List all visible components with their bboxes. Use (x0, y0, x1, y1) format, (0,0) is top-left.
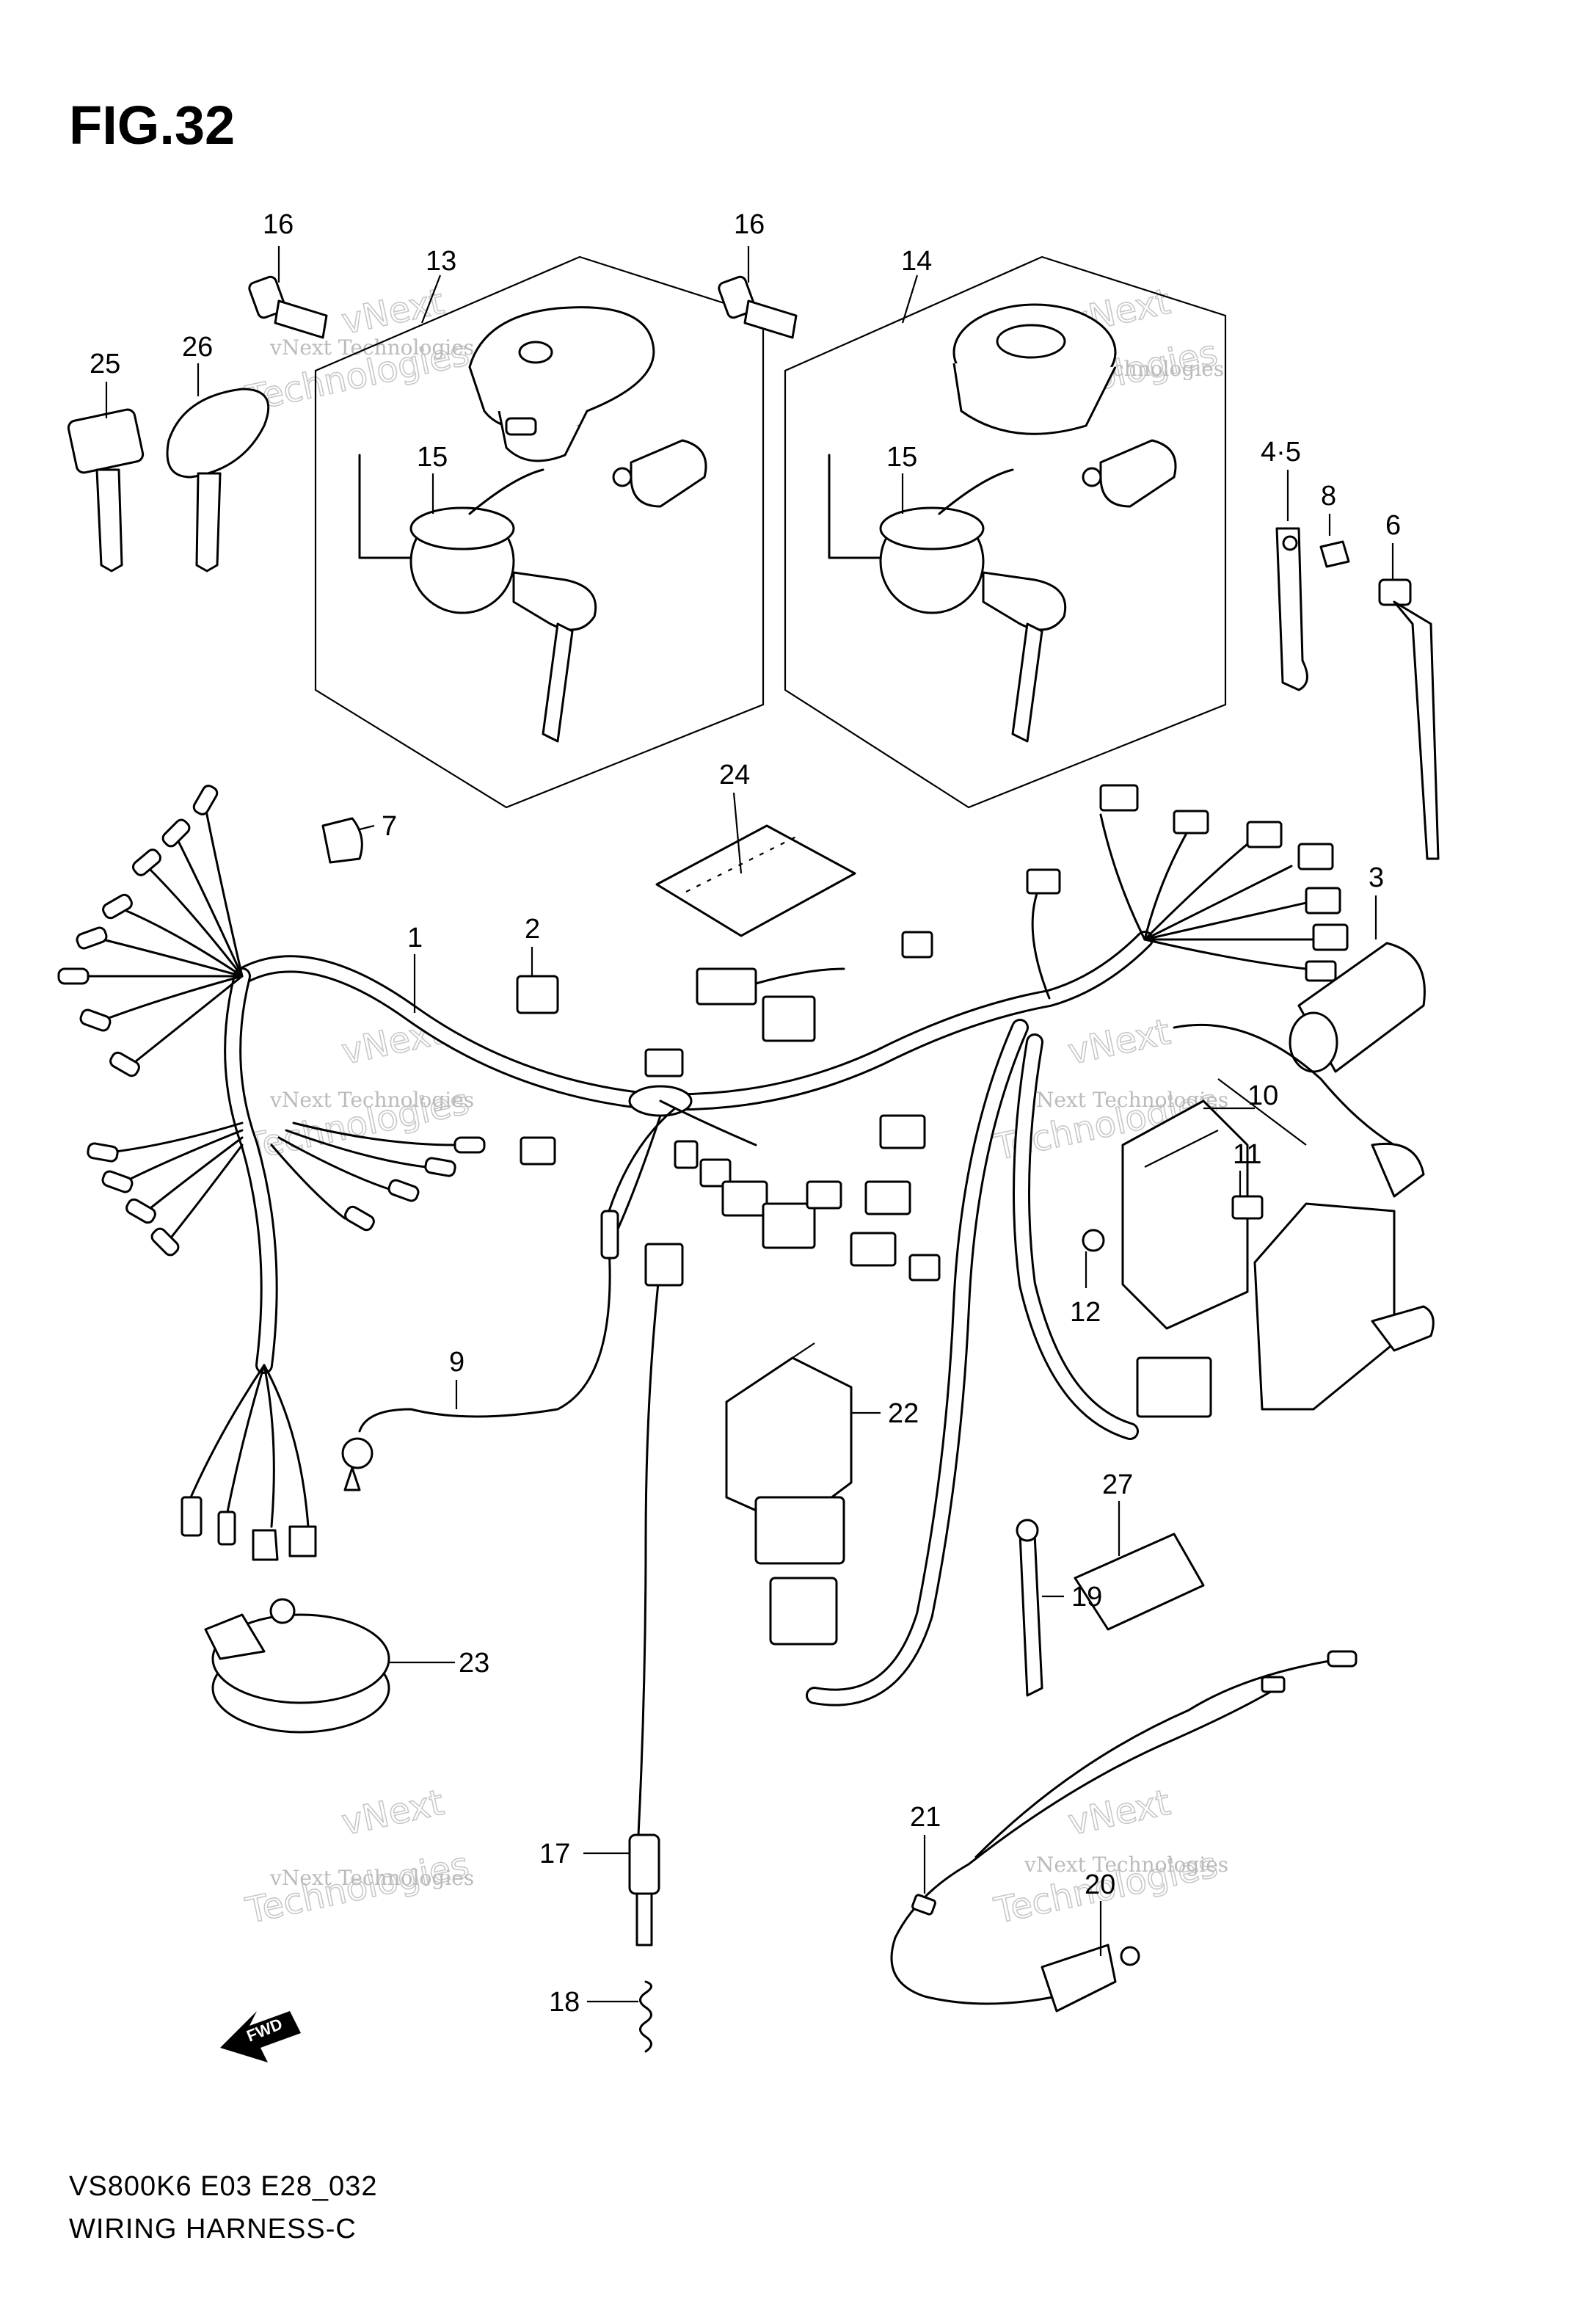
screw-12 (1082, 1229, 1105, 1252)
left-connector-fan (57, 785, 486, 1257)
callout-4-5: 4·5 (1261, 437, 1301, 468)
callout-6: 6 (1385, 510, 1401, 541)
callout-26: 26 (182, 332, 213, 363)
left-terminal-bundle (181, 1364, 317, 1561)
coil-3 (1289, 942, 1426, 1073)
callout-20: 20 (1085, 1869, 1115, 1900)
callout-1: 1 (407, 923, 423, 953)
callout-16-right: 16 (734, 209, 765, 240)
callout-15-right: 15 (886, 442, 917, 473)
bolt-8 (1319, 540, 1350, 568)
fuse-box (1173, 1023, 1435, 1411)
callout-9: 9 (449, 1347, 464, 1378)
callout-11: 11 (1233, 1139, 1261, 1170)
main-harness-1 (224, 931, 1154, 1706)
fuse-2 (516, 975, 559, 1014)
callout-25: 25 (90, 349, 120, 379)
watermark-bottom-right: vNext Technologies vNext Technologies (990, 1781, 1228, 1933)
cable-tie-6 (1378, 578, 1440, 860)
fwd-arrow: FWD (220, 2011, 301, 2062)
clip-7 (321, 817, 363, 864)
callout-15-left: 15 (417, 442, 448, 473)
clamp-4-5 (1275, 527, 1308, 691)
svg-text:vNext: vNext (1065, 1011, 1174, 1073)
ignition-switch-set-14 (784, 255, 1227, 809)
ignition-switch-set-13 (314, 255, 765, 809)
callout-27: 27 (1102, 1469, 1133, 1500)
callout-14: 14 (901, 246, 932, 277)
relay-22 (725, 1342, 853, 1646)
spring-18 (639, 1980, 652, 2053)
regulator-10 (1121, 1078, 1307, 1418)
svg-text:vNext: vNext (338, 281, 448, 343)
callout-21: 21 (910, 1802, 941, 1833)
leader-lines (105, 246, 1394, 2003)
fuse-11 (1231, 1195, 1264, 1220)
svg-text:vNext: vNext (338, 1782, 448, 1844)
ground-wire-9 (341, 1210, 619, 1491)
figure-title: FIG.32 (69, 95, 236, 156)
bolt-16-right (718, 275, 798, 339)
central-connectors (520, 967, 941, 1282)
bolt-16-left (248, 275, 328, 339)
callout-8: 8 (1321, 481, 1336, 512)
key-26 (166, 388, 270, 572)
svg-text:vNext Technologies: vNext Technologies (1024, 1853, 1228, 1877)
key-25 (67, 408, 145, 572)
callout-7: 7 (382, 811, 397, 842)
clamp-19 (1016, 1519, 1043, 1697)
svg-text:vNext Technologies: vNext Technologies (269, 1088, 474, 1112)
label-sheet-24 (655, 824, 856, 937)
brake-switch-17 (628, 1243, 684, 1946)
label-sheet-27 (1074, 1533, 1205, 1631)
callout-16-left: 16 (263, 209, 294, 240)
callout-labels: 16 13 25 26 15 16 14 15 4·5 8 6 7 24 3 1… (90, 209, 1401, 2018)
switch-20 (890, 1650, 1358, 2013)
callout-18: 18 (549, 1987, 580, 2018)
svg-text:vNext Technologies: vNext Technologies (269, 335, 474, 360)
svg-text:vNext Technologies: vNext Technologies (269, 1866, 474, 1890)
callout-3: 3 (1369, 862, 1384, 893)
horn-23 (204, 1598, 390, 1734)
callout-13: 13 (426, 246, 456, 277)
callout-12: 12 (1070, 1297, 1101, 1328)
callout-2: 2 (525, 914, 540, 945)
svg-text:vNext: vNext (1065, 1782, 1174, 1844)
callout-23: 23 (459, 1648, 489, 1679)
callout-19: 19 (1071, 1582, 1102, 1613)
figure-code: VS800K6 E03 E28_032 (69, 2171, 378, 2202)
callout-24: 24 (719, 760, 750, 790)
callout-17: 17 (539, 1839, 570, 1869)
callout-10: 10 (1247, 1080, 1278, 1111)
figure-name: WIRING HARNESS-C (69, 2214, 357, 2244)
watermark-bottom-left: vNext Technologies vNext Technologies (241, 1781, 474, 1933)
callout-22: 22 (888, 1398, 919, 1429)
right-connector-fan (901, 784, 1349, 1000)
